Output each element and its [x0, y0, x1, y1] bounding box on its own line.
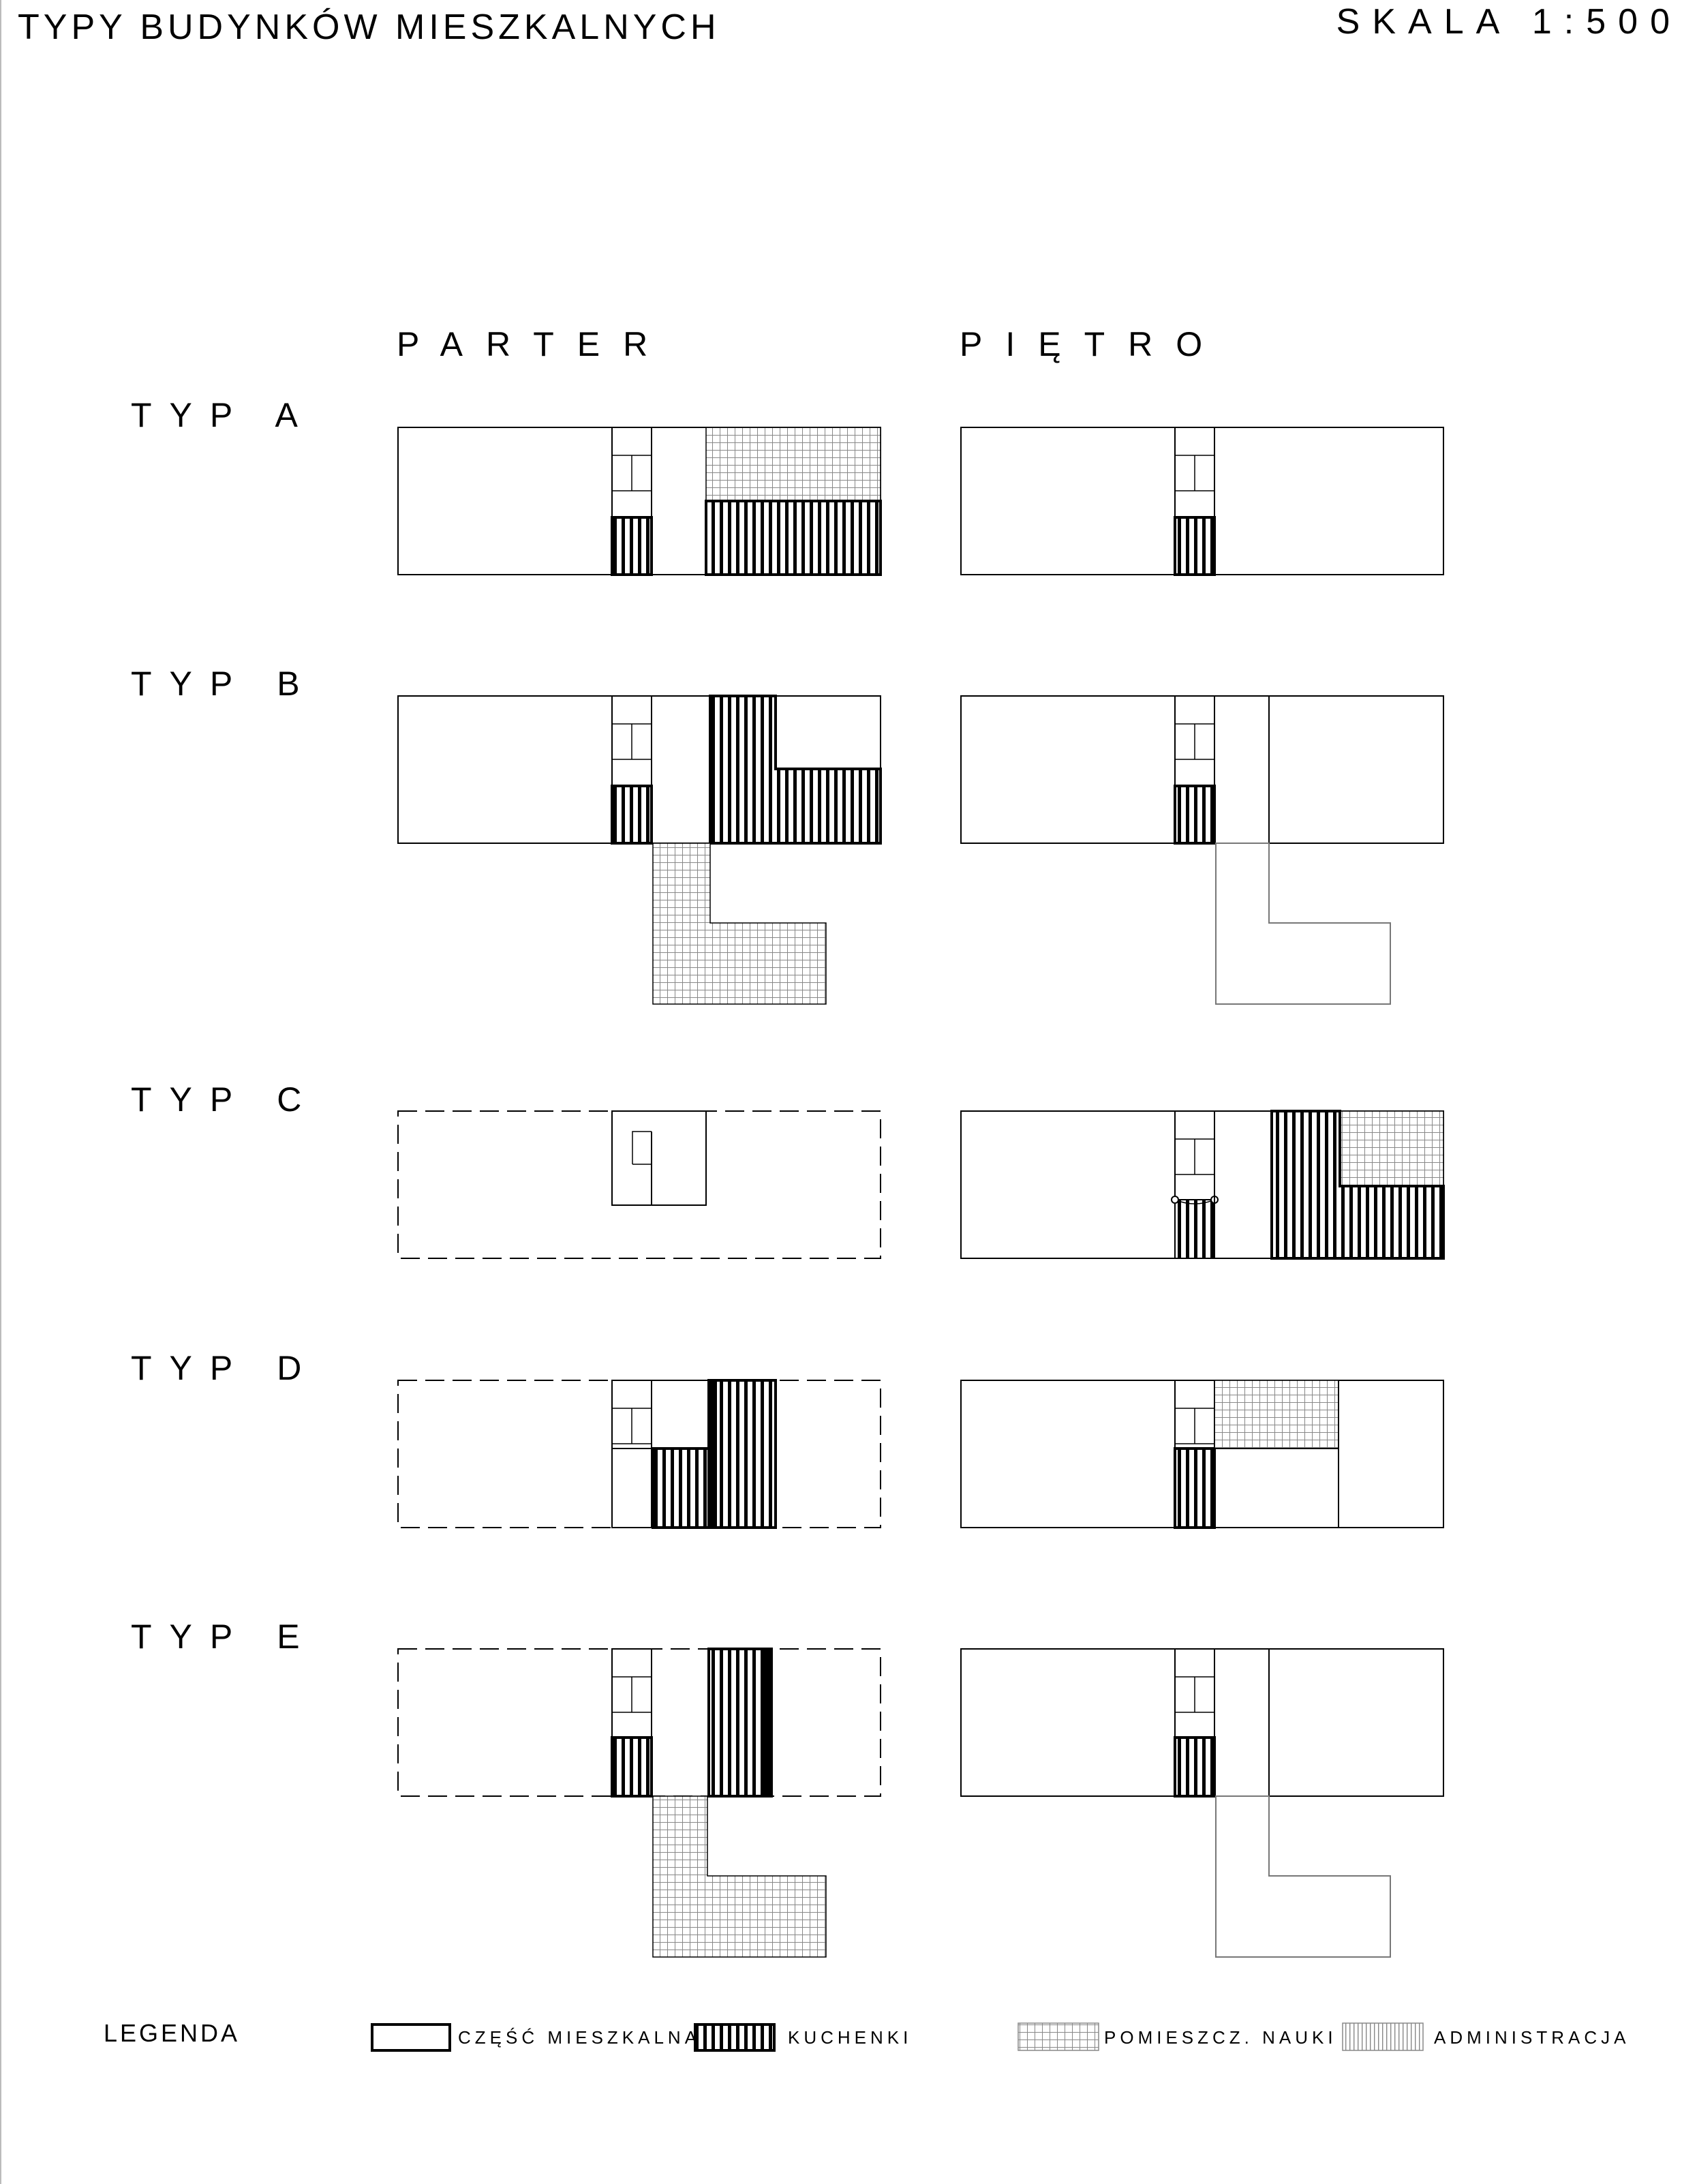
scale-label: SKALA 1:500: [1336, 2, 1682, 42]
legend-label-kitchens: KUCHENKI: [788, 2027, 913, 2048]
building-outline-dashed: [397, 1380, 881, 1528]
study-area: [652, 1795, 827, 1958]
legend-swatch-kitchens: [694, 2023, 776, 2052]
kitchen-area: [707, 1648, 773, 1798]
plan-typ-d-parter: [397, 1379, 881, 1529]
plan-typ-a-pietro: [960, 427, 1444, 576]
kitchen-area: [1174, 1199, 1215, 1259]
plan-typ-a-parter: [397, 427, 882, 576]
row-label-typ-c: TYP C: [131, 1080, 320, 1119]
plan-typ-b-pietro: [960, 695, 1444, 1005]
plan-typ-e-parter: [397, 1648, 881, 1958]
building-outline-dashed: [397, 1648, 881, 1797]
kitchen-area: [611, 516, 653, 576]
kitchen-area: [705, 500, 882, 576]
kitchen-area: [1174, 785, 1216, 845]
row-label-typ-a: TYP A: [131, 396, 316, 434]
stair-core: [611, 1380, 652, 1528]
kitchen-area: [1174, 1736, 1216, 1798]
plan-typ-c-parter: [397, 1110, 881, 1259]
row-label-typ-d: TYP D: [131, 1349, 320, 1387]
roof-outline: [1215, 1795, 1391, 1958]
legend-title: LEGENDA: [104, 2019, 241, 2047]
roof-outline: [1215, 843, 1391, 1005]
study-area: [652, 843, 827, 1005]
column-marker: [1171, 1196, 1179, 1204]
legend-label-residential: CZĘŚĆ MIESZKALNA: [458, 2027, 701, 2048]
study-area: [1339, 1110, 1444, 1187]
row-label-typ-e: TYP E: [131, 1618, 318, 1656]
kitchen-area: [707, 1379, 777, 1529]
plan-typ-c-pietro: [960, 1110, 1445, 1260]
study-area: [1214, 1380, 1339, 1449]
legend-swatch-study: [1018, 2022, 1099, 2051]
kitchen-area: [1174, 1447, 1216, 1529]
kitchen-area: [611, 785, 653, 845]
legend-label-study: POMIESZCZ. NAUKI: [1104, 2027, 1337, 2048]
column-header-parter: PARTER: [397, 325, 671, 363]
kitchen-area: [1174, 516, 1216, 576]
plan-typ-e-pietro: [960, 1648, 1444, 1958]
plan-typ-b-parter: [397, 695, 882, 1005]
kitchen-area: [652, 1447, 710, 1529]
sheet-title: TYPY BUDYNKÓW MIESZKALNYCH: [18, 7, 720, 47]
legend-label-admin: ADMINISTRACJA: [1434, 2027, 1630, 2048]
sheet-edge: [0, 0, 1, 2184]
entrance-block: [611, 1110, 707, 1206]
kitchen-area: [611, 1736, 653, 1798]
kitchen-area: [1270, 1110, 1445, 1260]
legend-swatch-admin: [1342, 2022, 1424, 2051]
study-area: [705, 427, 881, 502]
column-header-pietro: PIĘTRO: [960, 325, 1226, 363]
row-label-typ-b: TYP B: [131, 665, 318, 703]
legend-swatch-residential: [371, 2023, 451, 2052]
building-outline-dashed: [397, 1110, 881, 1259]
plan-typ-d-pietro: [960, 1380, 1444, 1529]
